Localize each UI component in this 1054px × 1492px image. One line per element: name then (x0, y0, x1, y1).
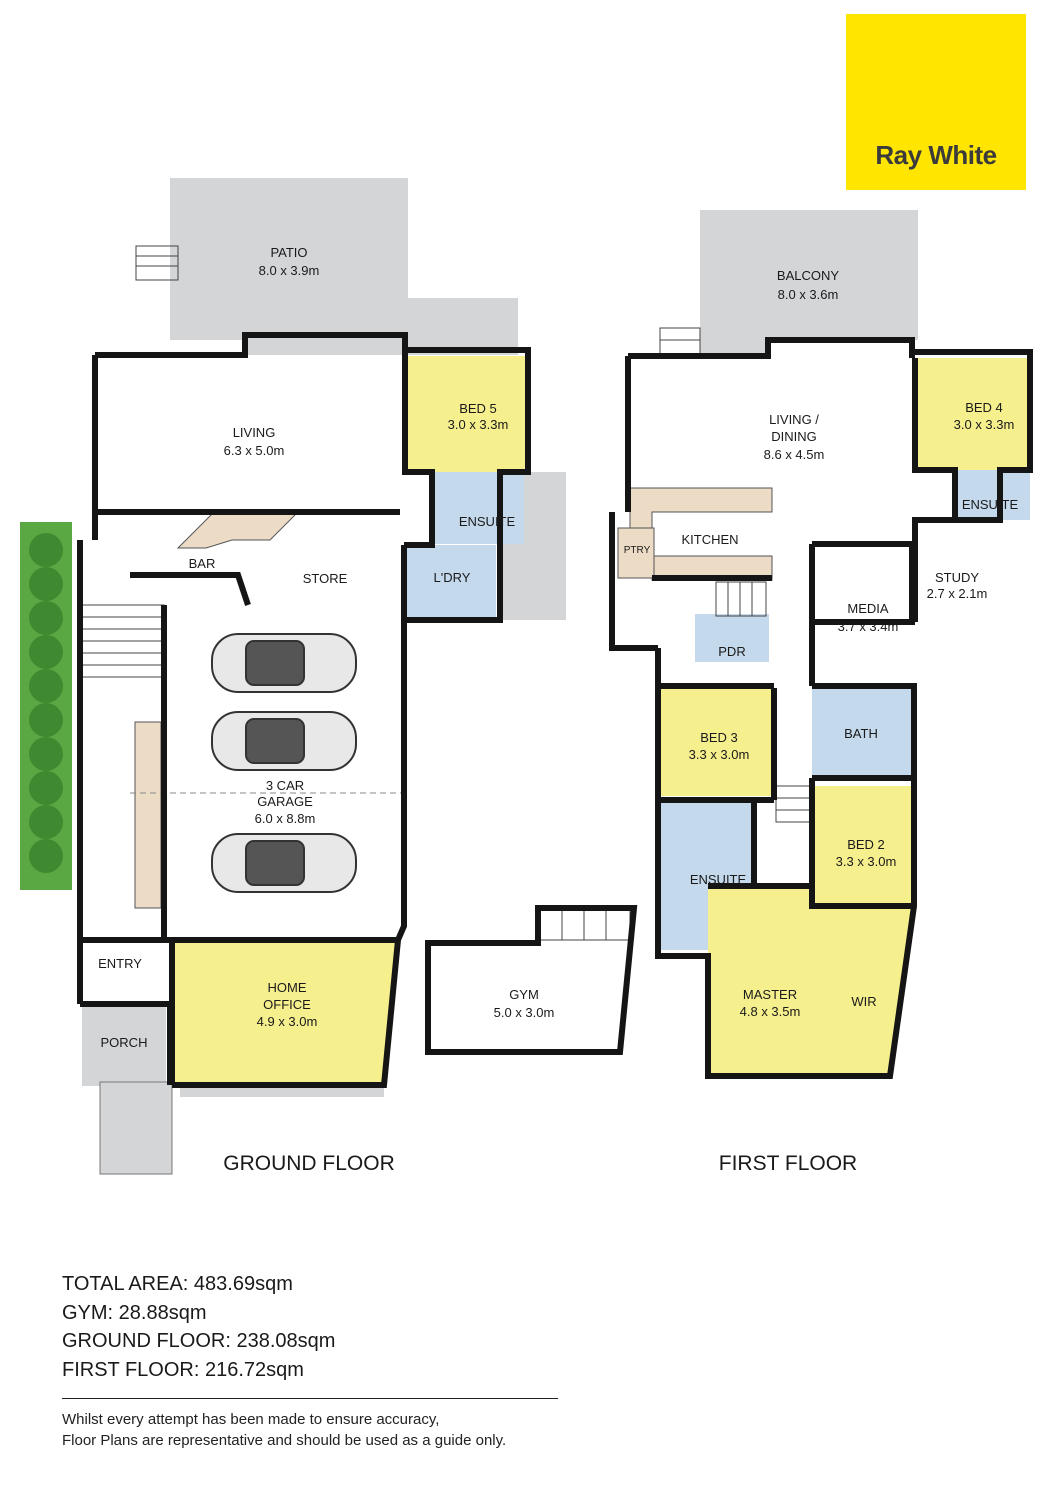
first-floor-area: FIRST FLOOR: 216.72sqm (62, 1358, 304, 1381)
store-label: STORE (303, 571, 348, 586)
bed3-label: BED 3 (700, 730, 738, 745)
entry-label: ENTRY (98, 956, 142, 971)
bed2-floor (812, 786, 914, 906)
living-dining-label-2: DINING (771, 429, 817, 444)
garage-size: 6.0 x 8.8m (255, 811, 316, 826)
bed4-label: BED 4 (965, 400, 1003, 415)
office-label-1: HOME (268, 980, 307, 995)
bed4-floor (915, 358, 1030, 470)
gym-size: 5.0 x 3.0m (494, 1005, 555, 1020)
living-dining-size: 8.6 x 4.5m (764, 447, 825, 462)
gym-label: GYM (509, 987, 539, 1002)
garage-joinery (134, 721, 162, 909)
first-labels: BALCONY 8.0 x 3.6m LIVING / DINING 8.6 x… (624, 268, 1019, 1019)
bar-label: BAR (189, 556, 216, 571)
ground-walls (77, 332, 531, 1088)
office-label-2: OFFICE (263, 997, 311, 1012)
powder-floor (695, 614, 769, 662)
bed3-size: 3.3 x 3.0m (689, 747, 750, 762)
pantry-floor (617, 527, 655, 579)
bath-floor (812, 686, 914, 778)
area-summary: TOTAL AREA: 483.69sqm GYM: 28.88sqm GROU… (62, 1270, 335, 1384)
garage-label-2: GARAGE (257, 794, 313, 809)
bed3-floor (658, 688, 774, 796)
kitchen-label: KITCHEN (681, 532, 738, 547)
patio-label: PATIO (270, 245, 307, 260)
first-walls (609, 337, 1033, 1079)
laundry-floor (404, 545, 496, 620)
disclaimer-line-1: Whilst every attempt has been made to en… (62, 1411, 440, 1428)
disclaimer: Whilst every attempt has been made to en… (62, 1409, 506, 1451)
first-floor-plan (609, 210, 1033, 1079)
ensuite4-label: ENSUITE (962, 497, 1019, 512)
ground-labels: PATIO 8.0 x 3.9m LIVING 6.3 x 5.0m BED 5… (98, 245, 554, 1050)
bed5-size: 3.0 x 3.3m (448, 417, 509, 432)
living-size: 6.3 x 5.0m (224, 443, 285, 458)
bed4-size: 3.0 x 3.3m (954, 417, 1015, 432)
wir-label: WIR (851, 994, 876, 1009)
master-label: MASTER (743, 987, 797, 1002)
ray-white-logo: Ray White (846, 14, 1026, 190)
media-label: MEDIA (847, 601, 889, 616)
gym-walls (425, 905, 638, 1055)
garage-label-1: 3 CAR (266, 778, 304, 793)
bed2-size: 3.3 x 3.0m (836, 854, 897, 869)
office-size: 4.9 x 3.0m (257, 1014, 318, 1029)
logo-text: Ray White (875, 140, 997, 170)
disclaimer-line-2: Floor Plans are representative and shoul… (62, 1432, 507, 1449)
first-floor-title: FIRST FLOOR (719, 1152, 857, 1175)
porch-label: PORCH (101, 1035, 148, 1050)
ensuite-floor (432, 472, 524, 544)
ground-floor-area: GROUND FLOOR: 238.08sqm (62, 1330, 336, 1352)
bar-bench (176, 511, 300, 549)
study-size: 2.7 x 2.1m (927, 586, 988, 601)
office-floor (172, 940, 400, 1085)
patio-area (170, 178, 518, 355)
bed5-label: BED 5 (459, 401, 497, 416)
ensuite4-floor (955, 470, 1030, 520)
car-icons (211, 633, 357, 893)
balcony-size: 8.0 x 3.6m (778, 287, 839, 302)
ensuite-master-label: ENSUITE (690, 872, 747, 887)
divider-line (62, 1398, 558, 1399)
living-dining-label-1: LIVING / (769, 412, 819, 427)
powder-label: PDR (718, 644, 745, 659)
hedge-shrubs (29, 533, 63, 873)
master-floor (708, 886, 914, 1076)
pantry-label: PTRY (624, 545, 651, 556)
ground-floor-plan (20, 178, 638, 1175)
bed5-floor (404, 356, 526, 472)
patio-size: 8.0 x 3.9m (259, 263, 320, 278)
balcony-area (700, 210, 918, 356)
media-size: 3.7 x 3.4m (838, 619, 899, 634)
porch-steps (99, 1081, 173, 1175)
study-label: STUDY (935, 570, 979, 585)
ensuite-label: ENSUITE (459, 514, 516, 529)
ground-floor-title: GROUND FLOOR (223, 1152, 395, 1175)
bath-label: BATH (844, 726, 878, 741)
bed2-label: BED 2 (847, 837, 885, 852)
kitchen-bench (629, 487, 773, 529)
master-size: 4.8 x 3.5m (740, 1004, 801, 1019)
living-label: LIVING (233, 425, 276, 440)
porch-area (82, 1004, 166, 1086)
total-area: TOTAL AREA: 483.69sqm (62, 1273, 293, 1295)
balcony-label: BALCONY (777, 268, 839, 283)
laundry-label: L'DRY (434, 570, 471, 585)
gym-area: GYM: 28.88sqm (62, 1301, 207, 1324)
